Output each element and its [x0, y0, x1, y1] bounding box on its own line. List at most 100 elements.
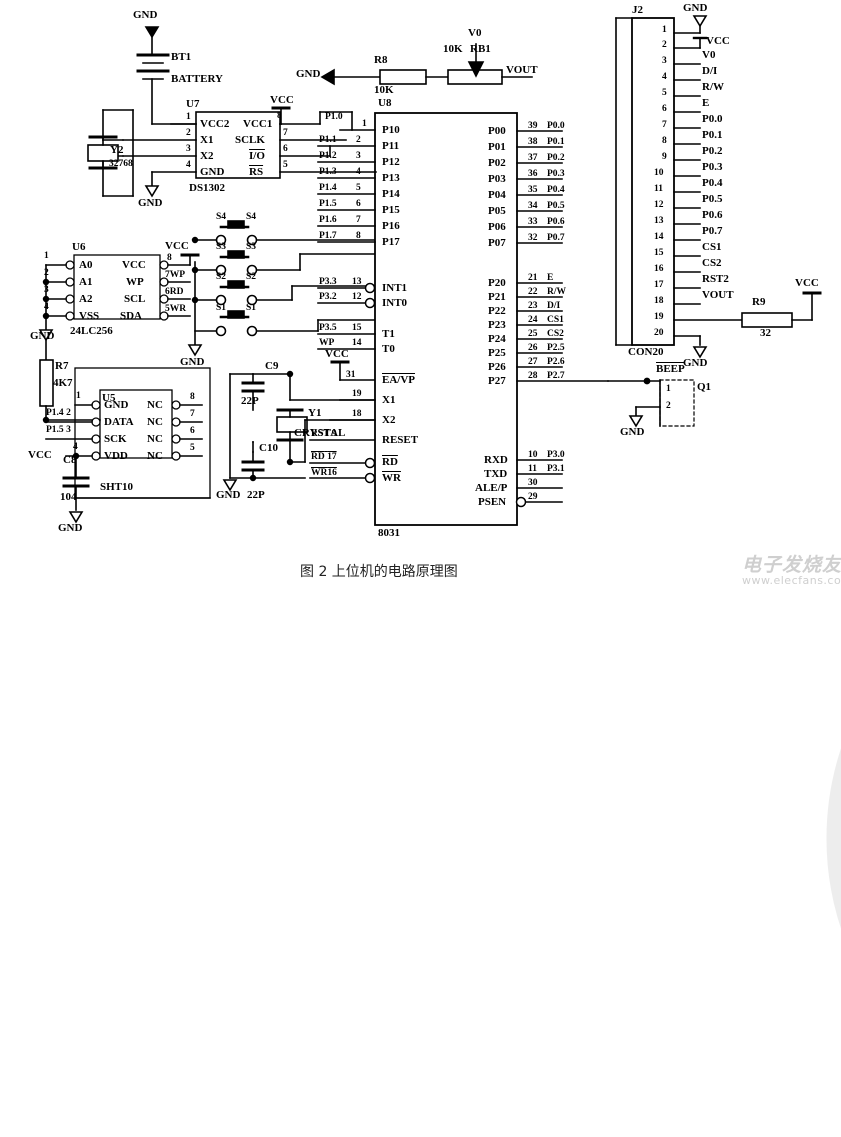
u8-net-p01: P0.1 — [547, 137, 565, 147]
elecfans-watermark-text: 电子发烧友 — [742, 554, 841, 576]
u5-pin-sck: SCK — [104, 433, 127, 445]
u8-pinnum-37: 37 — [528, 153, 538, 163]
r8-value: 10K — [374, 84, 394, 96]
u6-pin-scl: SCL — [124, 293, 146, 305]
u5-pin-num-1: 1 — [76, 391, 81, 401]
u8-pin-p20: P20 — [488, 277, 506, 289]
u5-pin-num-5: 5 — [190, 443, 195, 453]
u8-pinnum-33: 33 — [528, 217, 538, 227]
u7-pin-vcc1: VCC1 — [243, 118, 273, 130]
battery-name: BATTERY — [171, 73, 223, 85]
u8-pinnum-35: 35 — [528, 185, 538, 195]
j2-pinnum-19: 19 — [654, 312, 664, 322]
j2-pinnum-3: 3 — [662, 56, 667, 66]
u8-pinnum-29: 29 — [528, 492, 538, 502]
u8-pinnum-34: 34 — [528, 201, 538, 211]
vcc-label-u6: VCC — [165, 240, 189, 252]
u8-pin-p26: P26 — [488, 361, 506, 373]
u8-pinnum-7: 7 — [356, 215, 361, 225]
u8-pinnum-12: 12 — [352, 292, 362, 302]
u8-pin-rxd: RXD — [484, 454, 508, 466]
vcc-label-ea: VCC — [325, 348, 349, 360]
u8-pin-p10: P10 — [382, 124, 400, 136]
r7-value: 4K7 — [53, 377, 73, 389]
u8-pin-int0: INT0 — [382, 297, 408, 309]
u8-pinnum-21: 21 — [528, 273, 538, 283]
u8-net-p17: P1.7 — [319, 231, 337, 241]
u8-net-int1: P3.3 — [319, 277, 337, 287]
u7-pin-num-6: 6 — [283, 144, 288, 154]
u8-pinnum-13: 13 — [352, 277, 362, 287]
j2-pinnum-16: 16 — [654, 264, 664, 274]
u7-part: DS1302 — [189, 182, 226, 194]
j2-net-rw: R/W — [702, 81, 724, 93]
j2-pinnum-18: 18 — [654, 296, 664, 306]
u8-pinnum-14: 14 — [352, 338, 362, 348]
gnd-label-switches: GND — [180, 356, 205, 368]
u8-net-rd: RD 17 — [311, 452, 337, 462]
j2-part: CON20 — [628, 346, 664, 358]
u5-pin-data: DATA — [104, 416, 134, 428]
u8-pin-p13: P13 — [382, 172, 400, 184]
u8-pinnum-39: 39 — [528, 121, 538, 131]
r9-ref: R9 — [752, 296, 766, 308]
j2-pinnum-2: 2 — [662, 40, 667, 50]
u8-net-p05: P0.5 — [547, 201, 565, 211]
u8-net-p15: P1.5 — [319, 199, 337, 209]
u8-net-rst: RST 9 — [311, 429, 337, 439]
j2-pinnum-6: 6 — [662, 104, 667, 114]
j2-net-p06: P0.6 — [702, 209, 723, 221]
u8-net-cs2: CS2 — [547, 329, 564, 339]
gnd-label-u6: GND — [30, 330, 55, 342]
u8-pin-p04: P04 — [488, 189, 506, 201]
u7-pin-num-1: 1 — [186, 112, 191, 122]
u8-pinnum-2: 2 — [356, 135, 361, 145]
u8-pin-p07: P07 — [488, 237, 506, 249]
u8-pin-psen: PSEN — [478, 496, 507, 508]
u5-pin-num-6: 6 — [190, 426, 195, 436]
u8-pinnum-11: 11 — [528, 464, 537, 474]
j2-net-vcc: VCC — [706, 35, 730, 47]
gnd-label-j2-top: GND — [683, 2, 708, 14]
u8-pinnum-23: 23 — [528, 301, 538, 311]
j2-net-e: E — [702, 97, 710, 109]
u8-pinnum-10: 10 — [528, 450, 538, 460]
u5-pin-nc-7: NC — [147, 416, 163, 428]
u8-pinnum-25: 25 — [528, 329, 538, 339]
u8-net-p30: P3.0 — [547, 450, 565, 460]
u8-net-p12: P1.2 — [319, 151, 337, 161]
y2-value: 32768 — [109, 159, 133, 169]
u8-pin-rd: RD — [382, 456, 398, 468]
u8-pinnum-19: 19 — [352, 389, 362, 399]
u8-pin-p17: P17 — [382, 236, 400, 248]
u8-pin-p16: P16 — [382, 220, 400, 232]
j2-net-p00: P0.0 — [702, 113, 723, 125]
u5-part: SHT10 — [100, 481, 134, 493]
u8-pin-p11: P11 — [382, 140, 400, 152]
switch-s1-ref-right: S1 — [246, 303, 257, 313]
u8-pinnum-28: 28 — [528, 371, 538, 381]
rb1-value: 10K — [443, 43, 463, 55]
u6-pin-vcc: VCC — [122, 259, 146, 271]
u8-pin-p23: P23 — [488, 319, 506, 331]
u8-net-p26: P2.6 — [547, 357, 565, 367]
u8-net-p03: P0.3 — [547, 169, 565, 179]
u8-pin-p03: P03 — [488, 173, 506, 185]
u5-net-p14: P1.4 2 — [46, 408, 71, 418]
u8-pin-p24: P24 — [488, 333, 506, 345]
u5-pin-gnd: GND — [104, 399, 129, 411]
gnd-label-crystal: GND — [216, 489, 241, 501]
y1-ref: Y1 — [308, 407, 322, 419]
u8-net-p31: P3.1 — [547, 464, 565, 474]
u7-pin-num-3: 3 — [186, 144, 191, 154]
gnd-label-r8: GND — [296, 68, 321, 80]
c10-ref: C10 — [259, 442, 278, 454]
u8-pinnum-27: 27 — [528, 357, 538, 367]
u8-pin-wr: WR — [382, 472, 401, 484]
u5-pin-num-7: 7 — [190, 409, 195, 419]
u8-pinnum-8: 8 — [356, 231, 361, 241]
u8-pinnum-5: 5 — [356, 183, 361, 193]
u8-net-rw: R/W — [547, 287, 566, 297]
u6-pin-num-1: 1 — [44, 251, 49, 261]
u6-pin-a2: A2 — [79, 293, 93, 305]
